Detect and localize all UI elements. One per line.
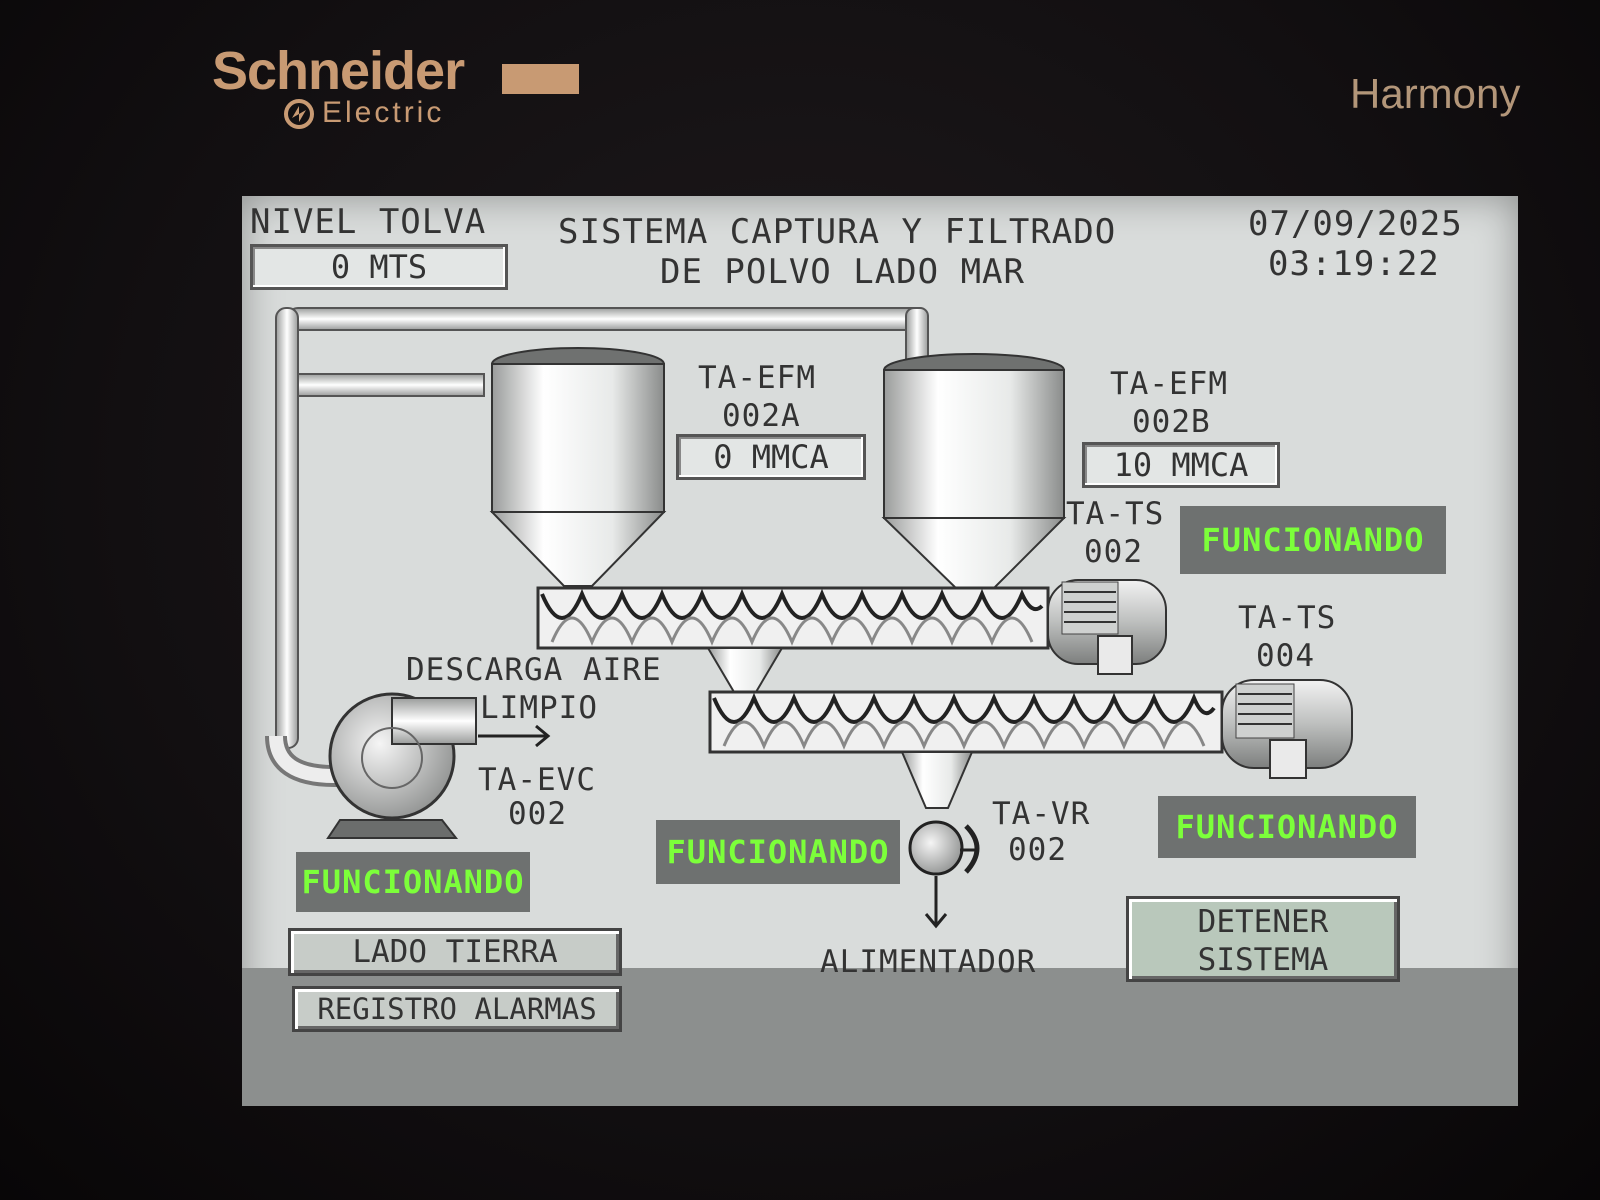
filter-b-tag: TA-EFM <box>1110 366 1228 402</box>
feeder-label: ALIMENTADOR <box>820 944 1037 980</box>
process-diagram <box>265 307 1353 929</box>
brand-bar <box>502 64 579 94</box>
level-value-display: 0 MTS <box>250 244 508 290</box>
blower-evc002-icon <box>326 692 551 839</box>
land-side-button[interactable]: LADO TIERRA <box>288 928 622 976</box>
air-duct <box>265 307 929 787</box>
filter-b-id: 002B <box>1132 404 1211 440</box>
model-name: Harmony <box>1350 70 1521 117</box>
brand-name: Schneider <box>212 41 465 101</box>
alarm-log-button[interactable]: REGISTRO ALARMAS <box>292 986 622 1032</box>
ts002-tag: TA-TS <box>1066 496 1165 532</box>
ts002-id: 002 <box>1084 534 1143 570</box>
filter-b-pressure-display: 10 MMCA <box>1082 442 1280 488</box>
ts004-status-indicator: FUNCIONANDO <box>1158 796 1416 858</box>
date-display: 07/09/2025 <box>1248 204 1463 244</box>
schneider-logo-icon <box>284 99 314 129</box>
level-label: NIVEL TOLVA <box>250 202 487 242</box>
filter-a-pressure-display: 0 MMCA <box>676 434 866 480</box>
motor-ts004-icon <box>1221 679 1353 779</box>
hmi-screen: NIVEL TOLVA 0 MTS SISTEMA CAPTURA Y FILT… <box>242 196 1518 1106</box>
brand-subtitle: Electric <box>322 96 445 129</box>
filter-b-vessel <box>881 353 1067 593</box>
motor-ts002-icon <box>1047 579 1167 675</box>
filter-a-tag: TA-EFM <box>698 360 816 396</box>
stop-system-label-line1: DETENER <box>1197 904 1329 940</box>
clean-air-discharge-label-line2: LIMPIO <box>480 690 598 726</box>
stop-system-label-line2: SISTEMA <box>1197 942 1329 978</box>
ts004-tag: TA-TS <box>1238 600 1337 636</box>
stop-system-button[interactable]: DETENER SISTEMA <box>1126 896 1400 982</box>
vr002-status-indicator: FUNCIONANDO <box>656 820 900 884</box>
evc002-tag: TA-EVC <box>478 762 596 798</box>
filter-a-id: 002A <box>722 398 801 434</box>
vr002-tag: TA-VR <box>992 796 1091 832</box>
page-title-line1: SISTEMA CAPTURA Y FILTRADO <box>558 212 1117 252</box>
clean-air-discharge-label-line1: DESCARGA AIRE <box>406 652 662 688</box>
evc002-id: 002 <box>508 796 567 832</box>
time-display: 03:19:22 <box>1268 244 1440 284</box>
page-title-line2: DE POLVO LADO MAR <box>660 252 1025 292</box>
evc002-status-indicator: FUNCIONANDO <box>296 852 530 912</box>
rotary-valve-icon <box>908 820 980 929</box>
ts002-status-indicator: FUNCIONANDO <box>1180 506 1446 574</box>
vr002-id: 002 <box>1008 832 1067 868</box>
filter-a-vessel <box>489 347 667 587</box>
screw-conveyor-ts002 <box>536 586 1050 693</box>
ts004-id: 004 <box>1256 638 1315 674</box>
screw-conveyor-ts004 <box>708 690 1224 809</box>
